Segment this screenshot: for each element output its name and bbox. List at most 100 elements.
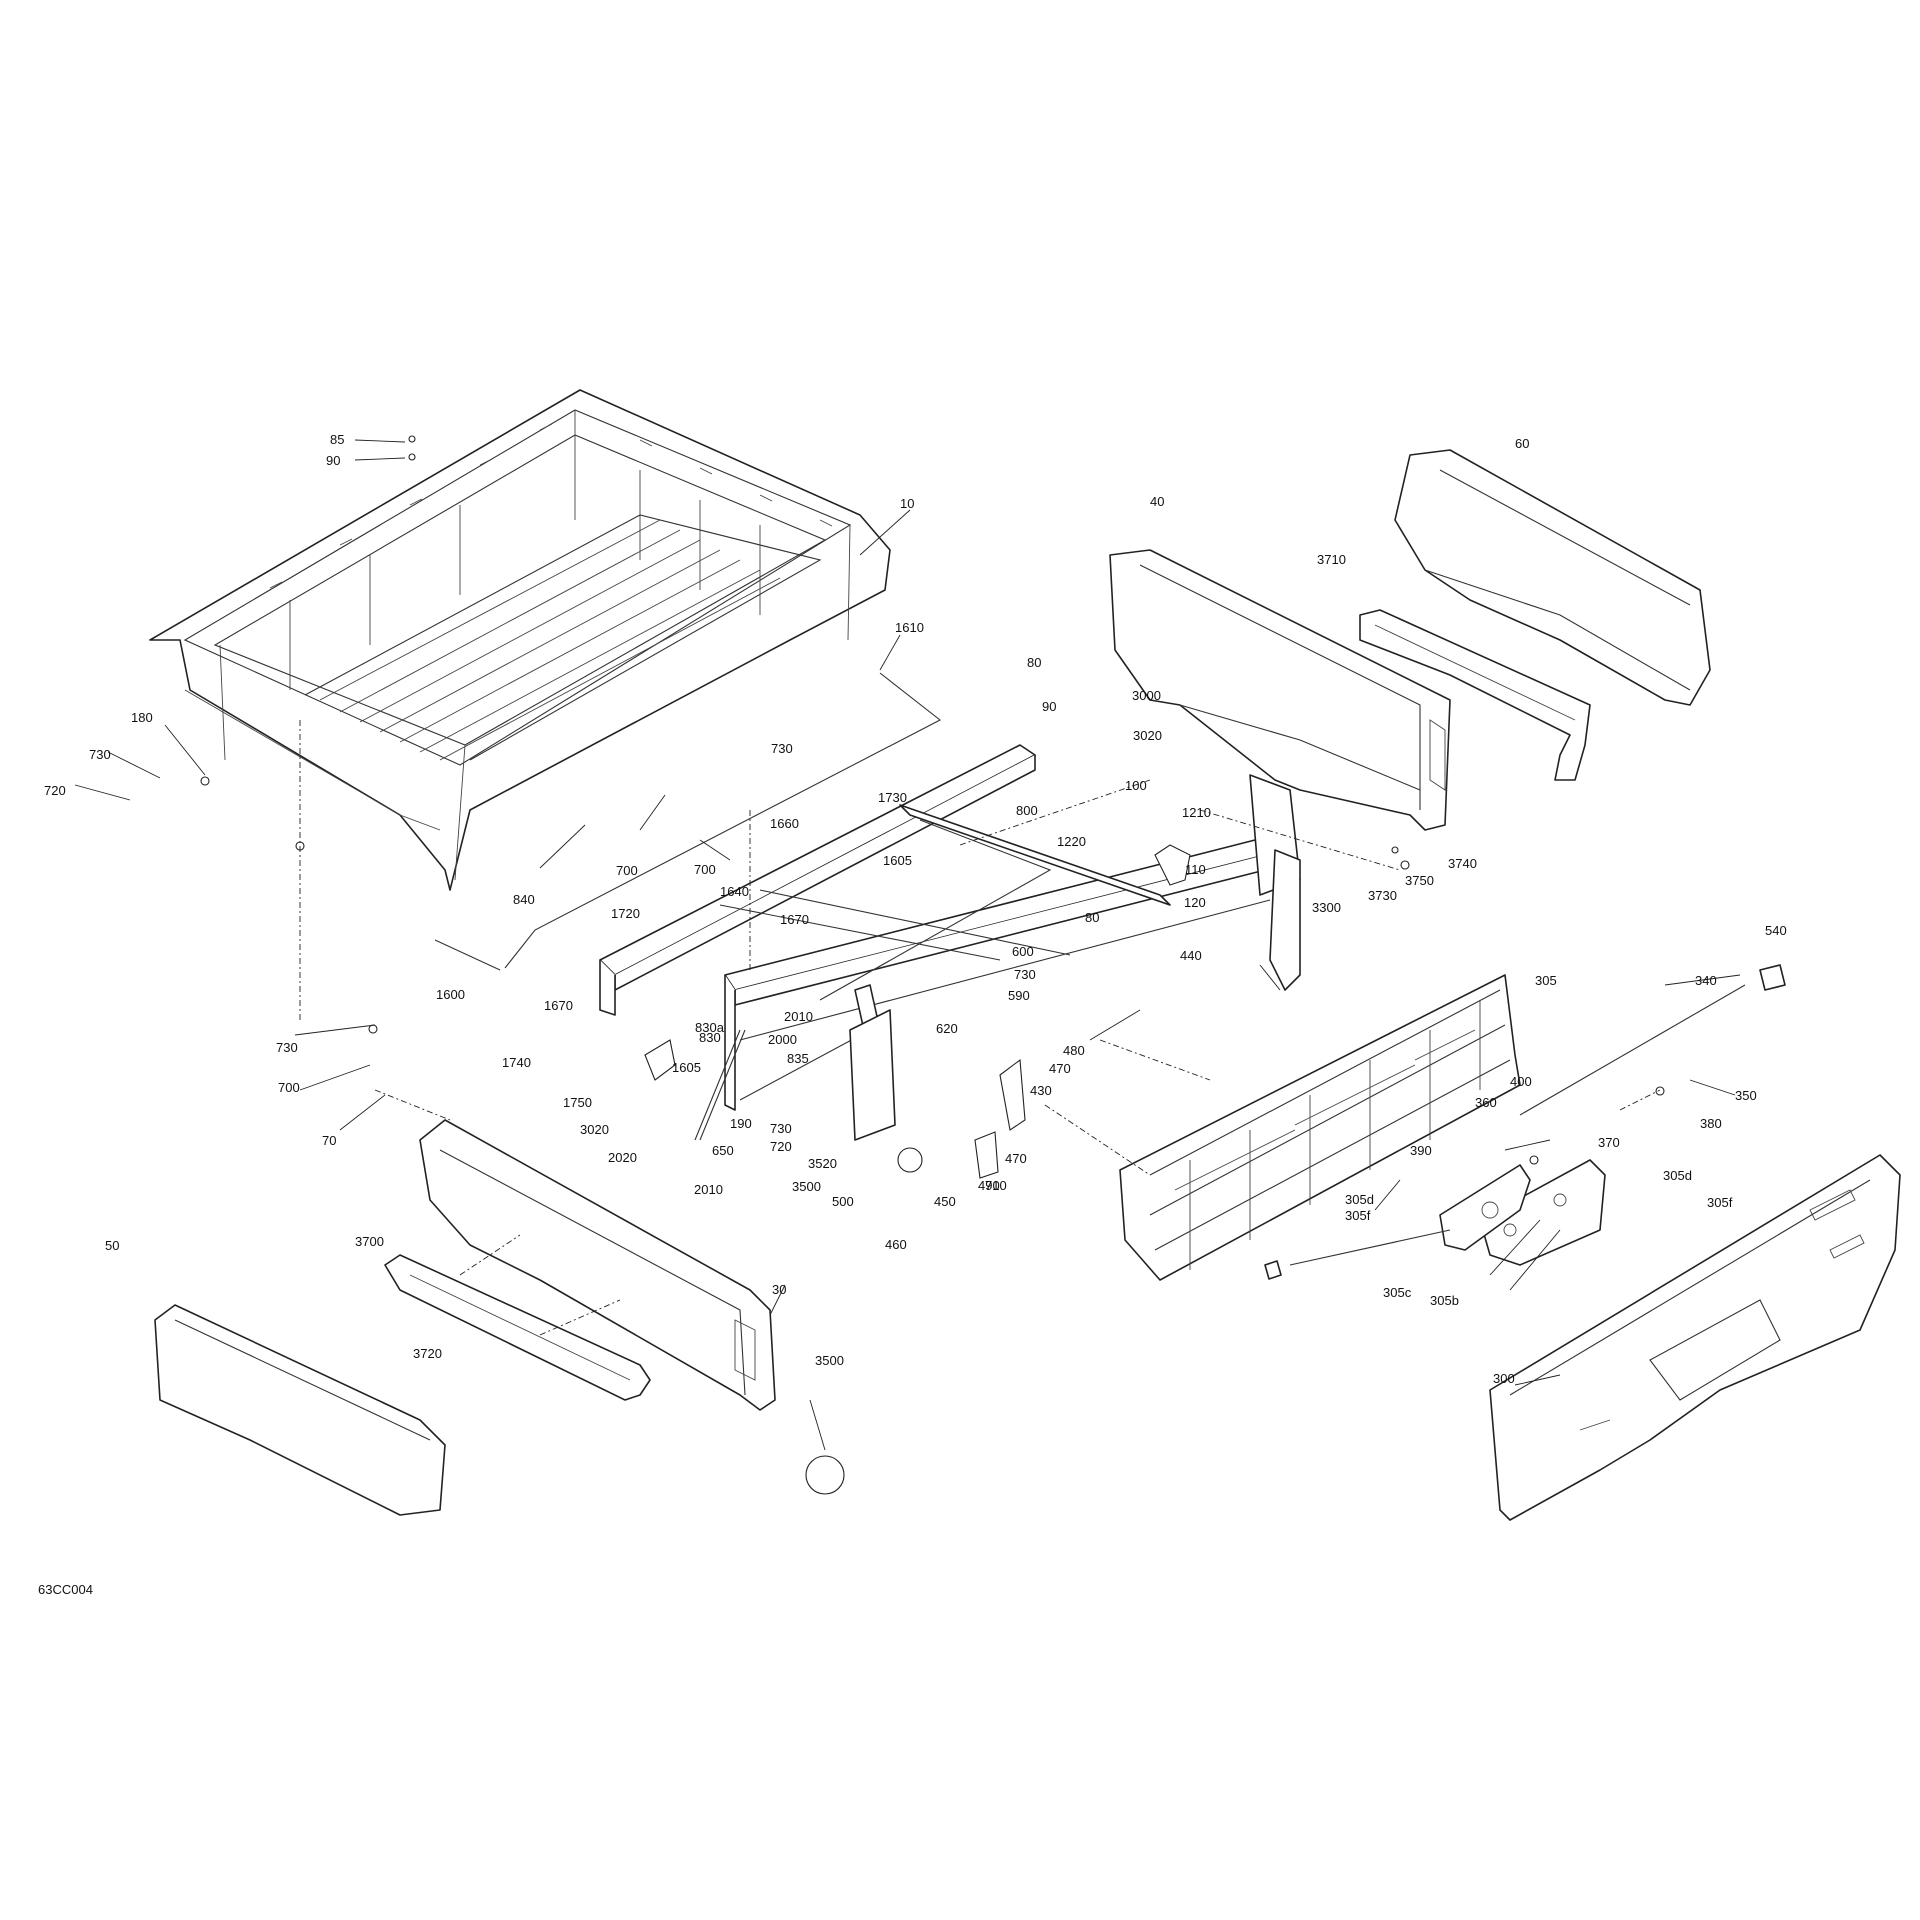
assembly-axes bbox=[299, 720, 1661, 1336]
callout-390: 390 bbox=[1410, 1143, 1432, 1158]
callout-730: 730 bbox=[770, 1121, 792, 1136]
callout-1660: 1660 bbox=[770, 816, 799, 831]
callout-3300: 3300 bbox=[1312, 900, 1341, 915]
callout-90: 90 bbox=[326, 453, 340, 468]
callout-730: 730 bbox=[771, 741, 793, 756]
callout-830a: 830a bbox=[695, 1020, 725, 1035]
part-gas-strut-2000 bbox=[694, 1029, 746, 1141]
callout-730: 730 bbox=[276, 1040, 298, 1055]
callout-100: 100 bbox=[1125, 778, 1147, 793]
callout-840: 840 bbox=[513, 892, 535, 907]
callout-40: 40 bbox=[1150, 494, 1164, 509]
callout-3740: 3740 bbox=[1448, 856, 1477, 871]
hardware-cluster bbox=[200, 435, 1665, 1495]
callout-3020: 3020 bbox=[1133, 728, 1162, 743]
callout-50: 50 bbox=[105, 1238, 119, 1253]
callout-490: 490 bbox=[978, 1178, 1000, 1193]
callout-1220: 1220 bbox=[1057, 834, 1086, 849]
callout-10: 10 bbox=[900, 496, 914, 511]
callout-2020: 2020 bbox=[608, 1150, 637, 1165]
callout-300: 300 bbox=[1493, 1371, 1515, 1386]
part-side-cover-50 bbox=[154, 1304, 446, 1516]
callout-700: 700 bbox=[278, 1080, 300, 1095]
callout-3750: 3750 bbox=[1405, 873, 1434, 888]
callout-labels: 85 90 10 180 730 720 840 700 730 700 161… bbox=[44, 432, 1787, 1386]
callout-500: 500 bbox=[832, 1194, 854, 1209]
callout-340: 340 bbox=[1695, 973, 1717, 988]
callout-1730: 1730 bbox=[878, 790, 907, 805]
part-cable-305 bbox=[1264, 1229, 1451, 1280]
part-tailgate-300 bbox=[1489, 1154, 1901, 1521]
callout-835: 835 bbox=[787, 1051, 809, 1066]
callout-3720: 3720 bbox=[413, 1346, 442, 1361]
callout-480: 480 bbox=[1063, 1043, 1085, 1058]
callout-2010: 2010 bbox=[784, 1009, 813, 1024]
callout-800: 800 bbox=[1016, 803, 1038, 818]
callout-80: 80 bbox=[1027, 655, 1041, 670]
leader-lines bbox=[74, 439, 1741, 1451]
callout-1740: 1740 bbox=[502, 1055, 531, 1070]
part-hinge-3300 bbox=[1269, 849, 1301, 991]
callout-30: 30 bbox=[772, 1282, 786, 1297]
callout-360: 360 bbox=[1475, 1095, 1497, 1110]
part-side-panel-30 bbox=[419, 1119, 776, 1411]
callout-460: 460 bbox=[885, 1237, 907, 1252]
callout-3730: 3730 bbox=[1368, 888, 1397, 903]
callout-1610: 1610 bbox=[895, 620, 924, 635]
callout-190: 190 bbox=[730, 1116, 752, 1131]
part-frame-800 bbox=[599, 744, 1301, 1141]
callout-370: 370 bbox=[1598, 1135, 1620, 1150]
callout-3000: 3000 bbox=[1132, 688, 1161, 703]
callout-1605: 1605 bbox=[883, 853, 912, 868]
callout-305f: 305f bbox=[1345, 1208, 1371, 1223]
callout-590: 590 bbox=[1008, 988, 1030, 1003]
callout-710: 710 bbox=[985, 1178, 1007, 1193]
callout-720: 720 bbox=[44, 783, 66, 798]
callout-3710: 3710 bbox=[1317, 552, 1346, 567]
part-side-cover-60 bbox=[1394, 449, 1711, 706]
callout-720: 720 bbox=[770, 1139, 792, 1154]
callout-650: 650 bbox=[712, 1143, 734, 1158]
callout-700: 700 bbox=[616, 863, 638, 878]
part-trim-3710 bbox=[1359, 609, 1591, 781]
callout-305f: 305f bbox=[1707, 1195, 1733, 1210]
callout-3500: 3500 bbox=[815, 1353, 844, 1368]
part-rod-340 bbox=[1519, 964, 1786, 1116]
callout-305c: 305c bbox=[1383, 1285, 1412, 1300]
part-latch-305c bbox=[1439, 1164, 1531, 1251]
callout-730: 730 bbox=[1014, 967, 1036, 982]
callout-85: 85 bbox=[330, 432, 344, 447]
callout-450: 450 bbox=[934, 1194, 956, 1209]
callout-3520: 3520 bbox=[808, 1156, 837, 1171]
callout-90: 90 bbox=[1042, 699, 1056, 714]
callout-305d: 305d bbox=[1663, 1168, 1692, 1183]
callout-3700: 3700 bbox=[355, 1234, 384, 1249]
callout-60: 60 bbox=[1515, 436, 1529, 451]
figure-reference-code: 63CC004 bbox=[38, 1582, 93, 1597]
callout-1600: 1600 bbox=[436, 987, 465, 1002]
callout-70: 70 bbox=[322, 1133, 336, 1148]
part-side-panel-40 bbox=[1109, 549, 1451, 831]
callout-600: 600 bbox=[1012, 944, 1034, 959]
callout-620: 620 bbox=[936, 1021, 958, 1036]
callout-1605: 1605 bbox=[672, 1060, 701, 1075]
callout-305b: 305b bbox=[1430, 1293, 1459, 1308]
part-latch-305b bbox=[1479, 1159, 1606, 1266]
callout-470: 470 bbox=[1005, 1151, 1027, 1166]
callout-470: 470 bbox=[1049, 1061, 1071, 1076]
callout-305d: 305d bbox=[1345, 1192, 1374, 1207]
callout-540: 540 bbox=[1765, 923, 1787, 938]
part-cargo-box bbox=[149, 389, 891, 891]
callout-400: 400 bbox=[1510, 1074, 1532, 1089]
callout-110: 110 bbox=[1185, 862, 1206, 877]
callout-700: 700 bbox=[694, 862, 716, 877]
callout-1720: 1720 bbox=[611, 906, 640, 921]
callout-430: 430 bbox=[1030, 1083, 1052, 1098]
callout-120: 120 bbox=[1184, 895, 1206, 910]
callout-3500: 3500 bbox=[792, 1179, 821, 1194]
callout-1750: 1750 bbox=[563, 1095, 592, 1110]
callout-2010: 2010 bbox=[694, 1182, 723, 1197]
callout-1640: 1640 bbox=[720, 884, 749, 899]
callout-305: 305 bbox=[1535, 973, 1557, 988]
